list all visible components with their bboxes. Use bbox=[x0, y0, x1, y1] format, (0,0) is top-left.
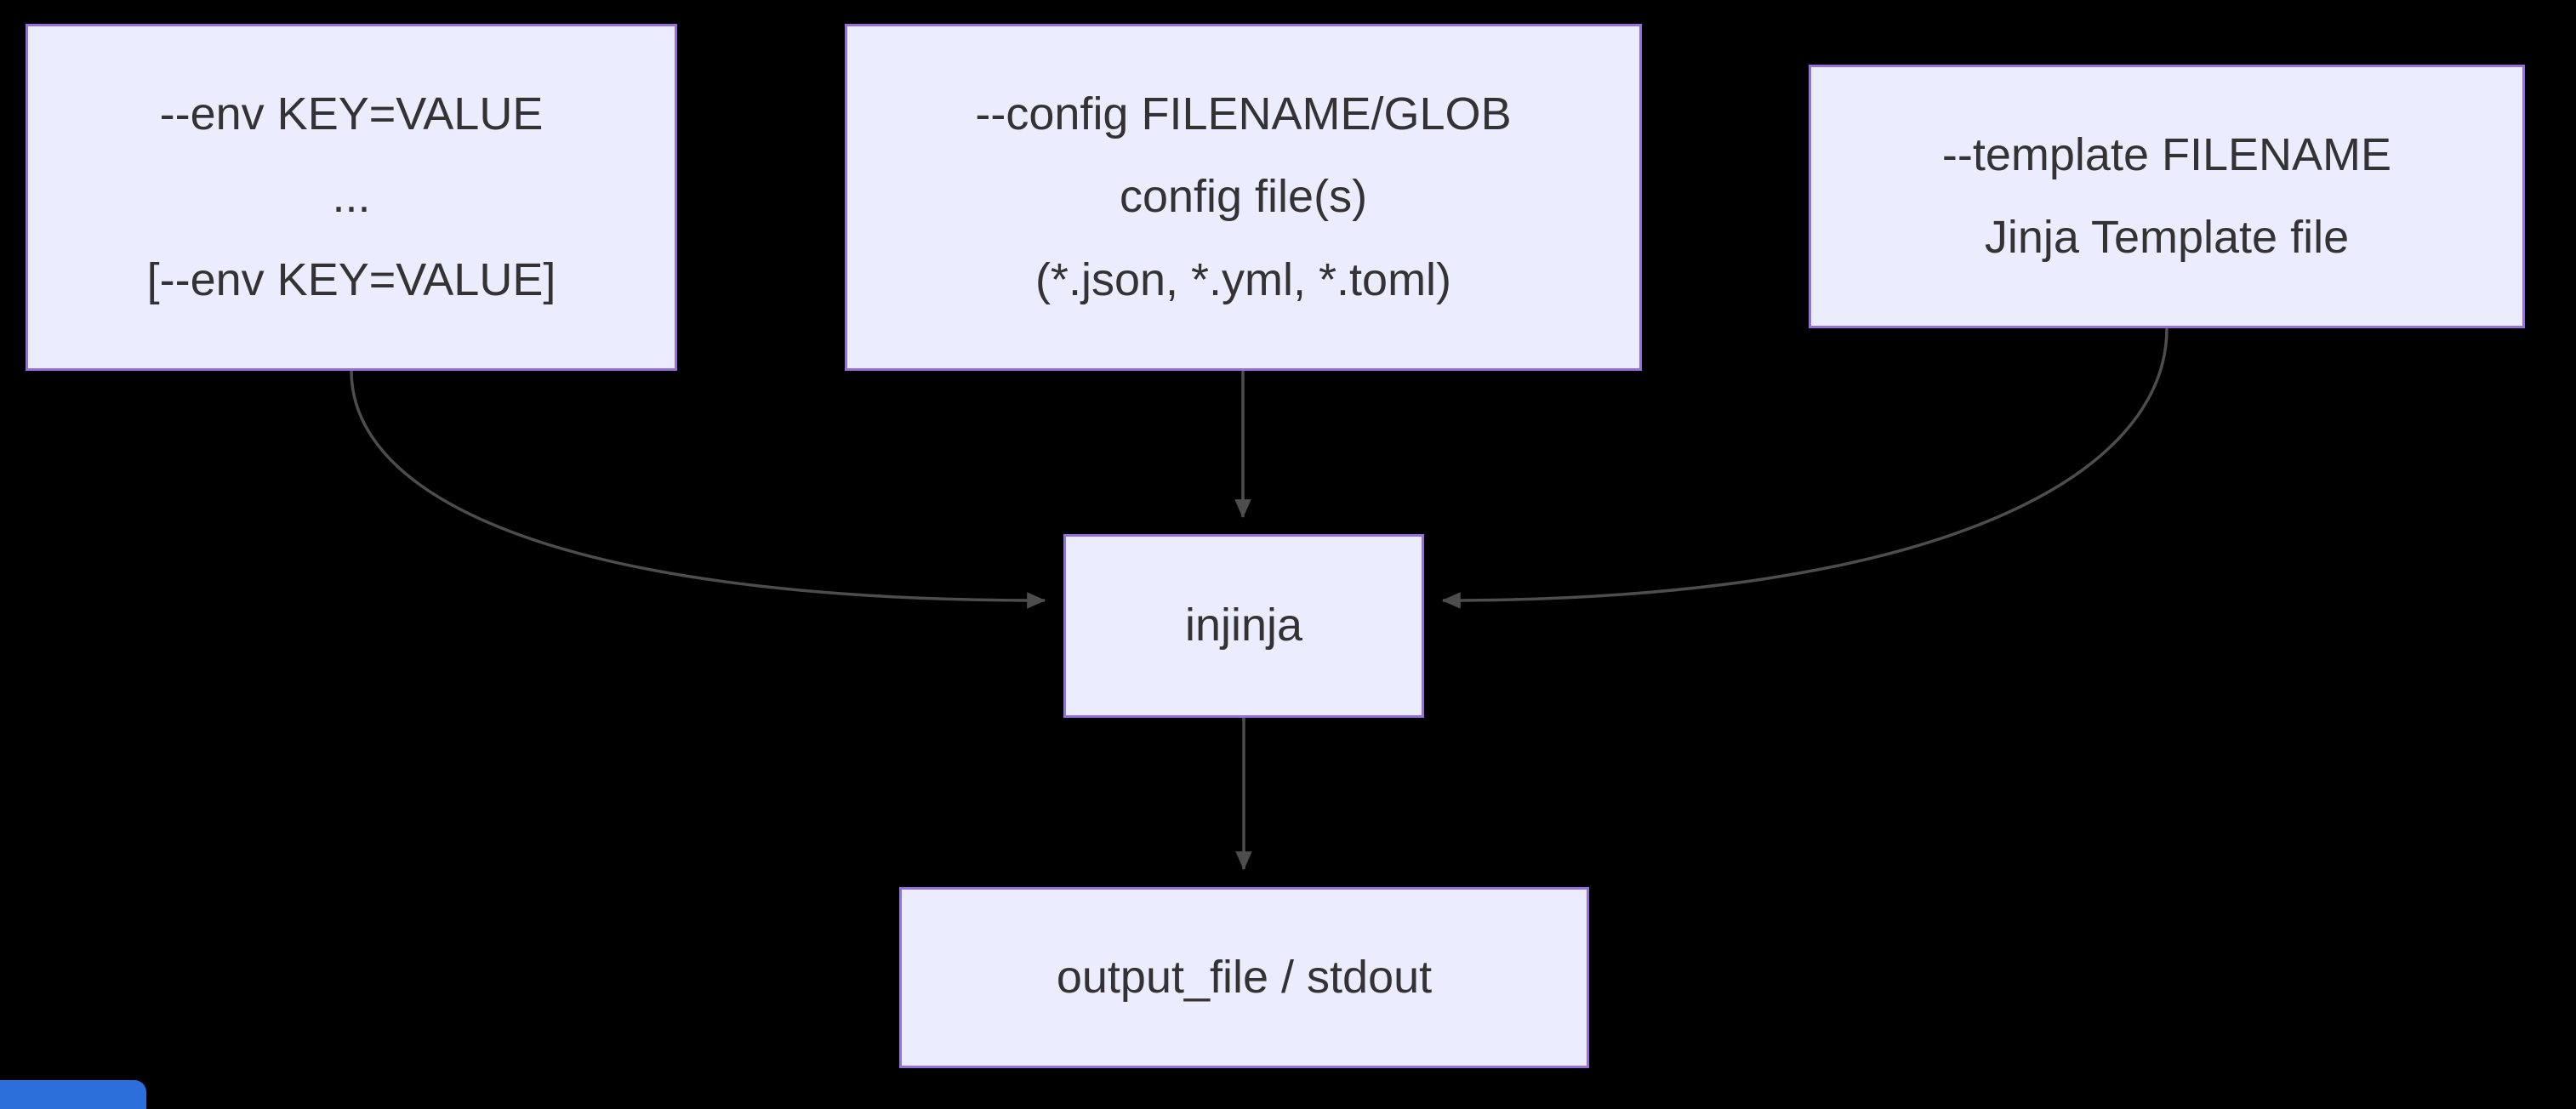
node-env-line: [--env KEY=VALUE] bbox=[146, 253, 556, 305]
node-config-line: --config FILENAME/GLOB bbox=[975, 88, 1512, 140]
node-injinja-line: injinja bbox=[1184, 600, 1303, 651]
node-env-line: --env KEY=VALUE bbox=[159, 88, 544, 140]
edge-template-to-injinja bbox=[1441, 327, 2169, 609]
node-config-line: (*.json, *.yml, *.toml) bbox=[1034, 253, 1452, 305]
node-output-line: output_file / stdout bbox=[1056, 951, 1433, 1003]
node-injinja: injinja bbox=[1063, 534, 1424, 718]
node-template-line: --template FILENAME bbox=[1941, 128, 2392, 180]
node-config-line: config file(s) bbox=[1119, 171, 1368, 223]
node-template-file: --template FILENAME Jinja Template file bbox=[1809, 65, 2525, 328]
edge-env-to-injinja bbox=[350, 370, 1046, 609]
node-config-files: --config FILENAME/GLOB config file(s) (*… bbox=[845, 24, 1642, 371]
node-output: output_file / stdout bbox=[899, 887, 1589, 1068]
node-template-line: Jinja Template file bbox=[1984, 212, 2350, 263]
node-env-flags: --env KEY=VALUE ... [--env KEY=VALUE] bbox=[26, 24, 677, 371]
bottom-left-accent-bar bbox=[0, 1080, 146, 1109]
node-env-line: ... bbox=[332, 171, 371, 223]
